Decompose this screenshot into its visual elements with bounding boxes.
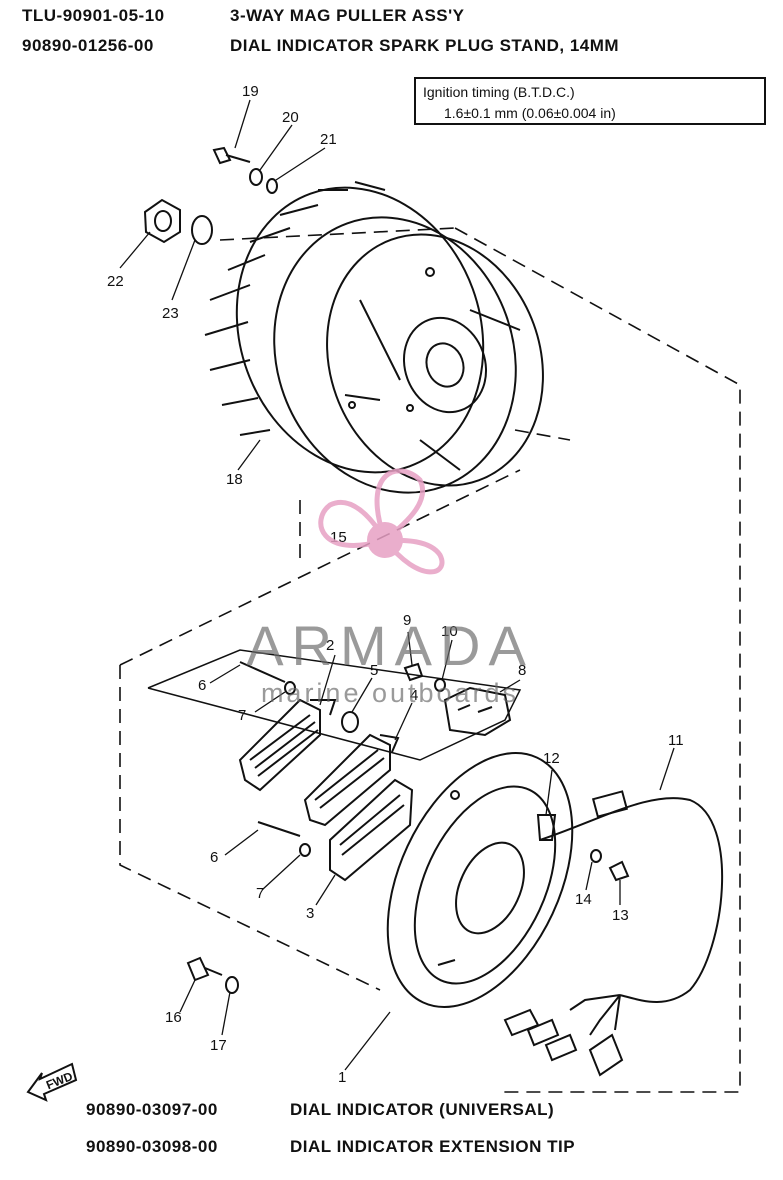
wire-harness <box>503 790 724 1077</box>
washer-7-upper <box>284 681 296 695</box>
screw-16 <box>186 956 223 982</box>
watermark-brand: ARMADA <box>246 614 534 677</box>
flywheel-nut <box>143 198 181 244</box>
watermark-logo: ARMADA marine outboards <box>246 468 534 708</box>
timing-value: 1.6±0.1 mm (0.06±0.004 in) <box>444 105 616 121</box>
coil-3 <box>329 778 414 882</box>
tool-name: DIAL INDICATOR (UNIVERSAL) <box>290 1100 555 1119</box>
wire-clamp <box>536 814 557 841</box>
tool-part-number: 90890-01256-00 <box>22 36 154 55</box>
washer-10 <box>434 678 446 692</box>
fwd-label: FWD <box>44 1069 75 1092</box>
callout-13: 13 <box>612 907 629 924</box>
callout-10: 10 <box>441 623 458 640</box>
callout-8: 8 <box>518 662 526 679</box>
leader-lines <box>119 99 675 1071</box>
callout-18: 18 <box>226 471 243 488</box>
ignition-timing-box: Ignition timing (B.T.D.C.) 1.6±0.1 mm (0… <box>414 77 766 125</box>
washer-20 <box>249 168 263 186</box>
callout-20: 20 <box>282 109 299 126</box>
base-plate-outline <box>147 649 522 761</box>
flywheel-magneto-rotor <box>204 181 544 494</box>
callout-1: 1 <box>338 1069 346 1086</box>
callout-23: 23 <box>162 305 179 322</box>
callout-3: 3 <box>306 905 314 922</box>
callout-5: 5 <box>370 662 378 679</box>
callout-6: 6 <box>198 677 206 694</box>
screw-6-lower <box>257 821 301 837</box>
screw-9 <box>403 662 424 682</box>
fwd-arrow-icon: FWD <box>26 1062 78 1102</box>
screw-6-upper <box>239 661 286 683</box>
timing-label: Ignition timing (B.T.D.C.) <box>423 84 575 100</box>
tool-name: 3-WAY MAG PULLER ASS'Y <box>230 6 465 25</box>
tool-part-number: 90890-03098-00 <box>86 1137 218 1156</box>
callout-9: 9 <box>403 612 411 629</box>
watermark-tagline: marine outboards <box>261 678 519 708</box>
callout-17: 17 <box>210 1037 227 1054</box>
callout-2: 2 <box>326 637 334 654</box>
callout-12: 12 <box>543 750 560 767</box>
callout-19: 19 <box>242 83 259 100</box>
washer-14 <box>590 849 602 863</box>
propeller-icon <box>318 468 445 575</box>
callout-21: 21 <box>320 131 337 148</box>
callout-4: 4 <box>410 687 418 704</box>
spacer-5 <box>341 711 359 733</box>
tool-part-number: TLU-90901-05-10 <box>22 6 165 25</box>
coil-4 <box>303 733 400 827</box>
washer-7-lower <box>299 843 311 857</box>
callout-labels: 1 2 3 4 5 6 6 7 7 8 9 10 11 12 13 14 15 … <box>107 83 684 1086</box>
callout-7: 7 <box>238 707 246 724</box>
stator-base-plate <box>386 752 574 1008</box>
propeller-hub-icon <box>367 522 403 558</box>
callout-7: 7 <box>256 885 264 902</box>
bolt-19 <box>212 146 251 165</box>
tool-name: DIAL INDICATOR EXTENSION TIP <box>290 1137 576 1156</box>
screw-13 <box>608 860 630 882</box>
callout-11: 11 <box>668 732 684 749</box>
callout-14: 14 <box>575 891 592 908</box>
washer-21 <box>266 178 278 194</box>
pulser-coil-8 <box>443 686 512 737</box>
callout-22: 22 <box>107 273 124 290</box>
coil-2 <box>238 698 337 792</box>
washer-17 <box>225 976 239 994</box>
flywheel-washer <box>191 215 213 245</box>
tool-part-number: 90890-03097-00 <box>86 1100 218 1119</box>
callout-16: 16 <box>165 1009 182 1026</box>
callout-6: 6 <box>210 849 218 866</box>
assembly-guide-lines <box>119 227 741 1093</box>
tool-name: DIAL INDICATOR SPARK PLUG STAND, 14MM <box>230 36 620 55</box>
